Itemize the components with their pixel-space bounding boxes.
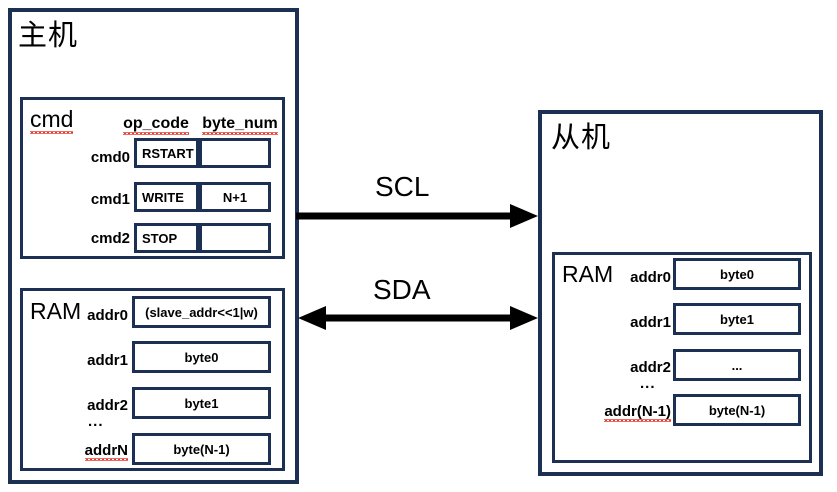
cmd-opcode-cell-2: STOP [134, 223, 199, 253]
master-ram-value-cell-3: byte(N-1) [132, 433, 271, 465]
master-ram-addr-label-3-text: addrN [84, 442, 129, 461]
cmd-opcode-cell-1: WRITE [134, 182, 199, 212]
column-header-op-code-text: op_code [123, 115, 189, 135]
slave-ram-ellipsis: ... [640, 375, 656, 392]
slave-ram-value-cell-0: byte0 [673, 258, 801, 290]
cmd-opcode-cell-0: RSTART [134, 138, 199, 168]
slave-ram-addr-label-3-text: addr(N-1) [604, 403, 671, 422]
signal-label-scl: SCL [375, 171, 430, 202]
signal-label-sda: SDA [373, 274, 431, 305]
column-header-byte-num: byte_num [198, 115, 282, 135]
master-ram-addr-label-3: addrN [54, 442, 129, 461]
slave-ram-addr-label-2: addr2 [630, 359, 671, 376]
sda-arrow [298, 306, 538, 330]
slave-title: 从机 [551, 122, 612, 154]
cmd-bytenum-cell-1: N+1 [199, 182, 271, 212]
scl-arrow [296, 204, 538, 228]
slave-ram-addr-label-1: addr1 [630, 314, 671, 331]
slave-ram-value-cell-1: byte1 [673, 303, 801, 335]
column-header-op-code: op_code [117, 115, 195, 135]
master-ram-ellipsis: ... [88, 413, 104, 430]
master-ram-addr-label-2: addr2 [87, 397, 128, 414]
cmd-row-label-2: cmd2 [90, 230, 130, 247]
slave-ram-addr-label-0: addr0 [630, 269, 671, 286]
master-ram-value-cell-1: byte0 [132, 341, 271, 373]
master-ram-addr-label-1: addr1 [87, 352, 128, 369]
slave-ram-value-cell-3: byte(N-1) [673, 394, 801, 426]
master-ram-value-cell-0: (slave_addr<<1|w) [132, 296, 271, 328]
cmd-bytenum-cell-0 [199, 138, 271, 168]
cmd-table-label-text: cmd [30, 106, 74, 134]
cmd-table-label: cmd [30, 106, 74, 134]
slave-ram-label: RAM [562, 261, 614, 287]
cmd-bytenum-cell-2 [199, 223, 271, 253]
master-ram-label: RAM [30, 298, 82, 324]
master-ram-value-cell-2: byte1 [132, 387, 271, 419]
column-header-byte-num-text: byte_num [202, 115, 278, 135]
cmd-row-label-0: cmd0 [90, 149, 130, 166]
master-ram-addr-label-0: addr0 [87, 307, 128, 324]
slave-ram-addr-label-3: addr(N-1) [585, 403, 671, 422]
cmd-row-label-1: cmd1 [90, 191, 130, 208]
master-title: 主机 [18, 20, 79, 52]
slave-ram-value-cell-2: ... [673, 349, 801, 381]
